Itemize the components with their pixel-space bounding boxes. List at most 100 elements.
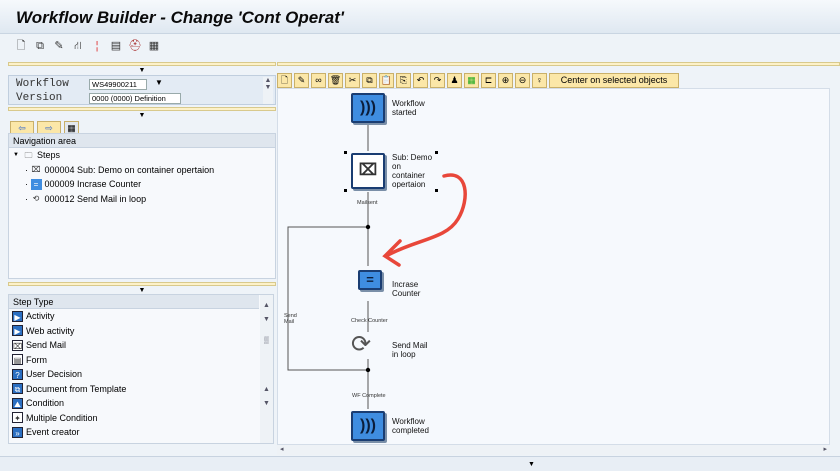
- edge-label: WF Complete: [352, 393, 386, 399]
- scrollbar[interactable]: ▲▼▒▲▼: [260, 295, 273, 443]
- step-type-item[interactable]: ▶Web activity: [9, 324, 273, 339]
- condition-icon: ⛰: [12, 397, 23, 409]
- step-type-label: Document from Template: [26, 383, 127, 394]
- status-bar: ▼: [0, 456, 840, 471]
- node-label: Send Mail in loop: [392, 341, 428, 359]
- step-type-label: Condition: [26, 398, 65, 408]
- form-icon: ▤: [12, 354, 23, 366]
- splitter[interactable]: [8, 282, 276, 286]
- step-type-item[interactable]: ✦Multiple Condition: [9, 411, 273, 426]
- zoom-in-icon[interactable]: ⊕: [498, 73, 513, 88]
- step-type-item[interactable]: ⌧Send Mail: [9, 338, 273, 353]
- tree-item[interactable]: · =000009 Incrase Counter: [9, 177, 275, 192]
- collapse-arrow-icon[interactable]: ▼: [138, 287, 146, 294]
- multiple-condition-icon: ✦: [12, 412, 23, 424]
- edit-icon[interactable]: ✎: [294, 73, 309, 88]
- step-type-label: Event creator: [26, 427, 80, 437]
- tree-item[interactable]: · ⟲000012 Send Mail in loop: [9, 192, 275, 207]
- layout-icon[interactable]: ▦: [148, 39, 160, 52]
- edit-icon[interactable]: ✎: [54, 39, 64, 52]
- node-label: Sub: Demo on container opertaion: [392, 153, 433, 189]
- horizontal-scrollbar[interactable]: ◂▸: [277, 445, 830, 455]
- title-bar: Workflow Builder - Change 'Cont Operat': [0, 0, 840, 34]
- step-type-list: Step Type ▶Activity▶Web activity⌧Send Ma…: [8, 294, 274, 444]
- copy-icon[interactable]: ⧉: [362, 73, 377, 88]
- edge-label: Mailsent: [357, 200, 378, 206]
- step-type-header: Step Type: [9, 295, 259, 309]
- annotation-arrow: [386, 173, 467, 257]
- collapse-arrow-icon[interactable]: ▼: [528, 461, 535, 468]
- wizard-icon[interactable]: ¦: [95, 39, 99, 52]
- edge-label: Send Mail: [284, 313, 297, 325]
- loop-icon[interactable]: ⟳: [351, 331, 372, 358]
- step-type-label: Web activity: [26, 325, 75, 336]
- splitter[interactable]: [8, 107, 276, 111]
- tree-item-label: 000012 Send Mail in loop: [44, 193, 147, 204]
- version-select[interactable]: 0000 (0000) Definition: [89, 93, 181, 104]
- person-icon[interactable]: ♀: [532, 73, 547, 88]
- step-type-label: User Decision: [26, 369, 83, 379]
- paste-icon[interactable]: 📋: [379, 73, 394, 88]
- main-toolbar: 🗋 ⧉ ✎ ⛙ ¦ ▤ ⛑ ▦: [0, 34, 840, 58]
- new-step-icon[interactable]: 🗋: [277, 73, 292, 88]
- zoom-out-icon[interactable]: ⊖: [515, 73, 530, 88]
- tree-item[interactable]: · ⌧000004 Sub: Demo on container opertai…: [9, 163, 275, 178]
- loop-edge: [287, 226, 368, 371]
- selection-handle: [344, 151, 347, 154]
- new-icon[interactable]: 🗋: [16, 39, 26, 52]
- test-icon[interactable]: ▤: [110, 39, 122, 52]
- cut-icon[interactable]: ✂: [345, 73, 360, 88]
- insert-icon[interactable]: ⎘: [396, 73, 411, 88]
- step-type-item[interactable]: ⧉Document from Template: [9, 382, 273, 397]
- workflow-diagram[interactable]: ))) Workflow started ⌧ Sub: Demo on cont…: [277, 88, 830, 445]
- loop-icon: ⟲: [32, 194, 40, 204]
- copy-icon[interactable]: ⧉: [36, 39, 44, 52]
- workflow-header: Workflow WS49900211 ▼ Version 0000 (0000…: [8, 75, 276, 105]
- center-selected-button[interactable]: Center on selected objects: [549, 73, 679, 88]
- start-event-icon[interactable]: ))): [351, 93, 385, 123]
- splitter[interactable]: [277, 62, 840, 66]
- tree-root[interactable]: ▼🗀Steps: [9, 148, 275, 163]
- step-type-item[interactable]: ?User Decision: [9, 367, 273, 382]
- step-type-item[interactable]: »Event creator: [9, 425, 273, 440]
- align-icon[interactable]: ⊏: [481, 73, 496, 88]
- tree-root-label: Steps: [36, 150, 60, 160]
- workflow-label: Workflow: [16, 78, 69, 90]
- step-type-item[interactable]: ▶Activity: [9, 309, 273, 324]
- dropdown-icon[interactable]: ▼: [155, 78, 163, 87]
- bell-icon[interactable]: ♟: [447, 73, 462, 88]
- subworkflow-icon[interactable]: ⌧: [351, 153, 385, 189]
- step-type-item[interactable]: ⛰Condition: [9, 396, 273, 411]
- navigation-area: Navigation area ▼🗀Steps · ⌧000004 Sub: D…: [8, 133, 276, 279]
- container-op-icon: =: [30, 178, 42, 190]
- node-label: Workflow started: [392, 99, 425, 117]
- diagram-connectors: [287, 123, 467, 409]
- back-arrow-icon[interactable]: ⇦: [10, 121, 34, 136]
- folder-icon: 🗀: [24, 150, 33, 160]
- collapse-arrow-icon[interactable]: ▼: [138, 112, 146, 119]
- tree-item-label: 000004 Sub: Demo on container opertaion: [44, 164, 215, 175]
- selection-handle: [435, 151, 438, 154]
- grid-icon[interactable]: ▦: [464, 73, 479, 88]
- workflow-input[interactable]: WS49900211: [89, 79, 147, 90]
- send-mail-icon: ⌧: [12, 339, 23, 351]
- user-decision-icon: ?: [12, 368, 23, 380]
- window-title: Workflow Builder - Change 'Cont Operat': [16, 8, 344, 27]
- splitter[interactable]: [8, 62, 276, 66]
- undo-icon[interactable]: ↶: [413, 73, 428, 88]
- end-event-icon[interactable]: ))): [351, 411, 385, 441]
- collapse-arrow-icon[interactable]: ▼: [138, 67, 146, 74]
- activate-icon[interactable]: ⛙: [74, 39, 82, 52]
- activity-icon: ▶: [12, 310, 23, 322]
- step-type-label: Form: [26, 354, 47, 365]
- hat-icon[interactable]: ⛑: [128, 39, 142, 52]
- sendmail-icon: ⌧: [31, 165, 41, 175]
- delete-icon[interactable]: 🗑: [328, 73, 343, 88]
- diagram-toolbar: 🗋 ✎ ∞ 🗑 ✂ ⧉ 📋 ⎘ ↶ ↷ ♟ ▦ ⊏ ⊕ ⊖ ♀ Center o…: [277, 73, 679, 88]
- step-type-item[interactable]: ▤Form: [9, 353, 273, 368]
- step-type-label: Multiple Condition: [26, 412, 98, 423]
- redo-icon[interactable]: ↷: [430, 73, 445, 88]
- scrollbar[interactable]: ▲▼: [263, 77, 273, 104]
- container-operation-icon[interactable]: =: [358, 270, 382, 290]
- link-icon[interactable]: ∞: [311, 73, 326, 88]
